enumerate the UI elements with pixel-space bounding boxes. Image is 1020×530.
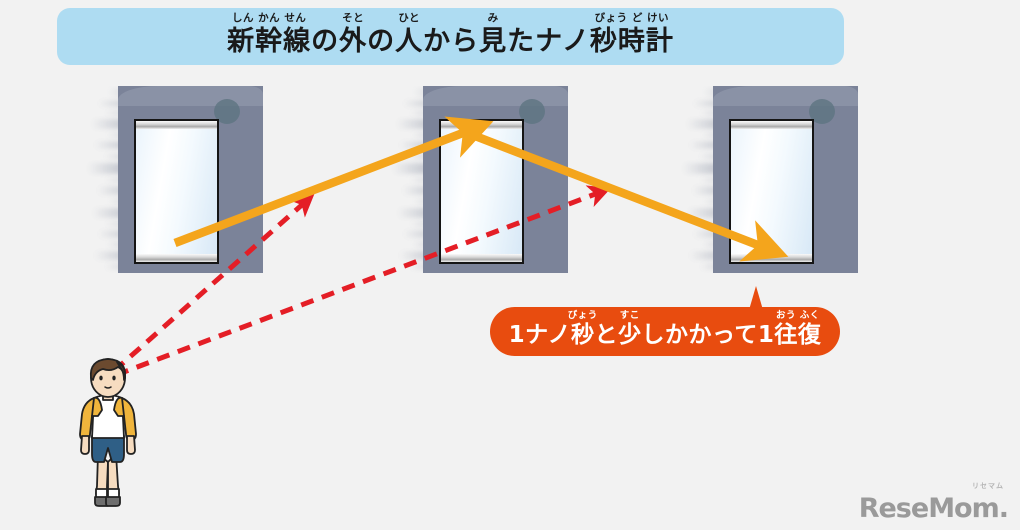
ruby-segment: 人ひと — [395, 12, 424, 57]
ruby-segment: 秒びょう — [568, 310, 598, 348]
ruby-annotation: そと — [342, 11, 365, 24]
ruby-segment: 往復おう ふく — [774, 310, 822, 348]
ruby-segment: の — [367, 28, 395, 55]
page-title: 新幹線しん かん せんの外そとの人ひとから見みたナノ秒時計びょう ど けい — [227, 12, 674, 57]
ruby-annotation: み — [487, 11, 499, 24]
ruby-base: の — [311, 25, 340, 57]
mirror-panel — [134, 119, 219, 264]
ruby-segment: 新幹線しん かん せん — [227, 12, 312, 57]
panel-bar-bottom — [441, 254, 522, 262]
logo-ruby-text: リセマム — [972, 483, 1004, 490]
ruby-segment: たナノ — [507, 28, 590, 55]
ruby-base: 外 — [339, 25, 368, 57]
ruby-base: 新幹線 — [227, 25, 312, 57]
ruby-base: 見 — [479, 25, 508, 57]
ruby-base: から — [423, 25, 480, 57]
callout-text: 1ナノ秒びょうと少すこしかかって1往復おう ふく — [508, 310, 822, 348]
panel-bar-top — [136, 121, 217, 129]
callout-tail — [749, 286, 763, 310]
car-roof — [713, 86, 858, 106]
callout-bubble: 1ナノ秒びょうと少すこしかかって1往復おう ふく — [490, 307, 840, 356]
car-roof — [423, 86, 568, 106]
ruby-base: 往復 — [774, 321, 822, 348]
ruby-segment: しかかって1 — [641, 321, 775, 348]
ruby-base: 秒時計 — [589, 25, 674, 57]
mirror-panel — [439, 119, 524, 264]
ruby-base: たナノ — [507, 25, 590, 57]
ruby-annotation: ひと — [398, 11, 421, 24]
ruby-segment: 見み — [479, 12, 508, 57]
title-banner: 新幹線しん かん せんの外そとの人ひとから見みたナノ秒時計びょう ど けい — [57, 8, 844, 65]
panel-bar-bottom — [731, 254, 812, 262]
ruby-annotation: すこ — [619, 309, 640, 321]
ruby-segment: から — [423, 28, 479, 55]
observer-boy-figure — [79, 358, 137, 507]
ruby-segment: 1ナノ — [508, 321, 571, 348]
panel-bar-bottom — [136, 254, 217, 262]
car-roof — [118, 86, 263, 106]
ruby-base: 人 — [395, 25, 424, 57]
logo-text: ReseMom. — [858, 493, 1009, 524]
ruby-annotation: びょう — [567, 309, 598, 321]
shinkansen-car — [661, 86, 858, 273]
resemom-logo: ReseMom. リセマム — [858, 483, 1009, 524]
shinkansen-car — [371, 86, 568, 273]
panel-bar-top — [731, 121, 812, 129]
ruby-annotation: おう ふく — [775, 309, 820, 321]
ruby-segment: 外そと — [339, 12, 368, 57]
mirror-panel — [729, 119, 814, 264]
ruby-base: 秒 — [571, 321, 595, 348]
ruby-annotation: しん かん せん — [232, 11, 307, 24]
ruby-segment: と — [594, 321, 619, 348]
ruby-base: 少 — [618, 321, 642, 348]
ruby-segment: 秒時計びょう ど けい — [589, 12, 674, 57]
shinkansen-car — [66, 86, 263, 273]
ruby-segment: 少すこ — [618, 310, 642, 348]
ruby-base: の — [367, 25, 396, 57]
panel-bar-top — [441, 121, 522, 129]
ruby-base: しかかって1 — [641, 321, 775, 348]
ruby-segment: の — [311, 28, 339, 55]
ruby-base: 1ナノ — [508, 321, 571, 348]
ruby-base: と — [594, 321, 618, 348]
ruby-annotation: びょう ど けい — [594, 11, 669, 24]
